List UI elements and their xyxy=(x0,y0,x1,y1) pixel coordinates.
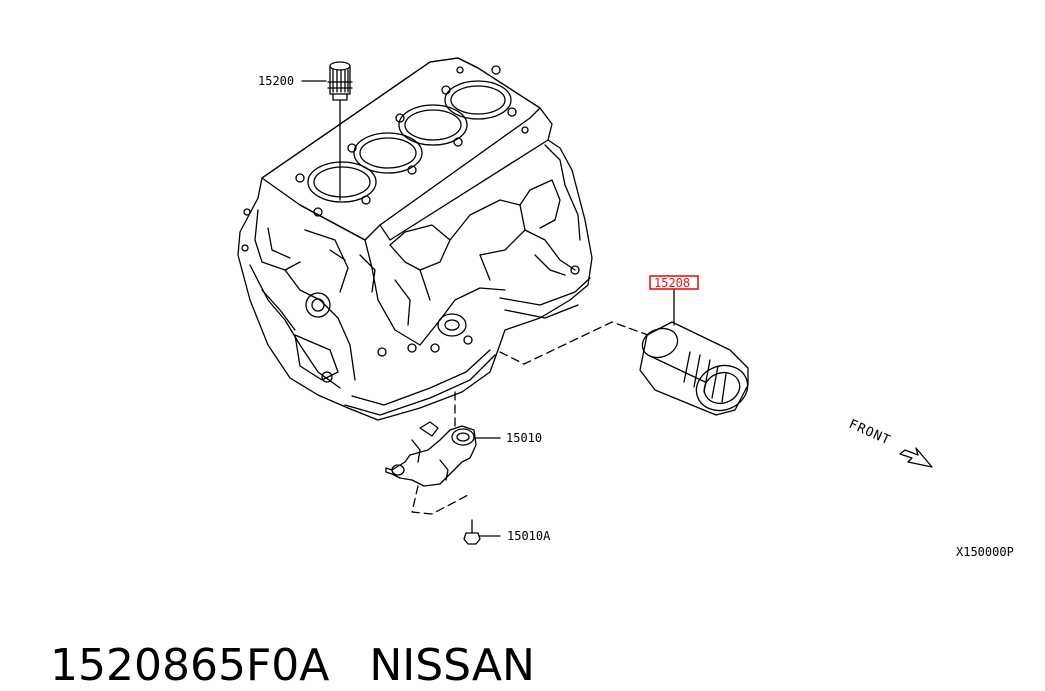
part-number: 1520865F0A xyxy=(49,640,330,691)
oil-strainer-part xyxy=(301,61,353,201)
diagram-code: X150000P xyxy=(956,545,1014,559)
brand-name: NISSAN xyxy=(369,640,535,691)
highlight-box xyxy=(649,275,699,290)
engine-block xyxy=(237,57,593,421)
label-15010A: 15010A xyxy=(507,529,551,543)
pump-bolt-part xyxy=(463,519,501,545)
label-15010-pump: 15010 xyxy=(506,431,542,445)
label-15200: 15200 xyxy=(258,74,294,88)
oil-pump-part xyxy=(385,391,501,515)
front-arrow-icon xyxy=(899,447,933,468)
bottom-caption: 1520865F0A NISSAN xyxy=(22,600,535,688)
label-15208: 15208 xyxy=(654,276,690,290)
filter-leader-dashed xyxy=(499,321,649,365)
oil-filter-part xyxy=(639,289,749,416)
front-label: FRONT xyxy=(846,417,892,449)
